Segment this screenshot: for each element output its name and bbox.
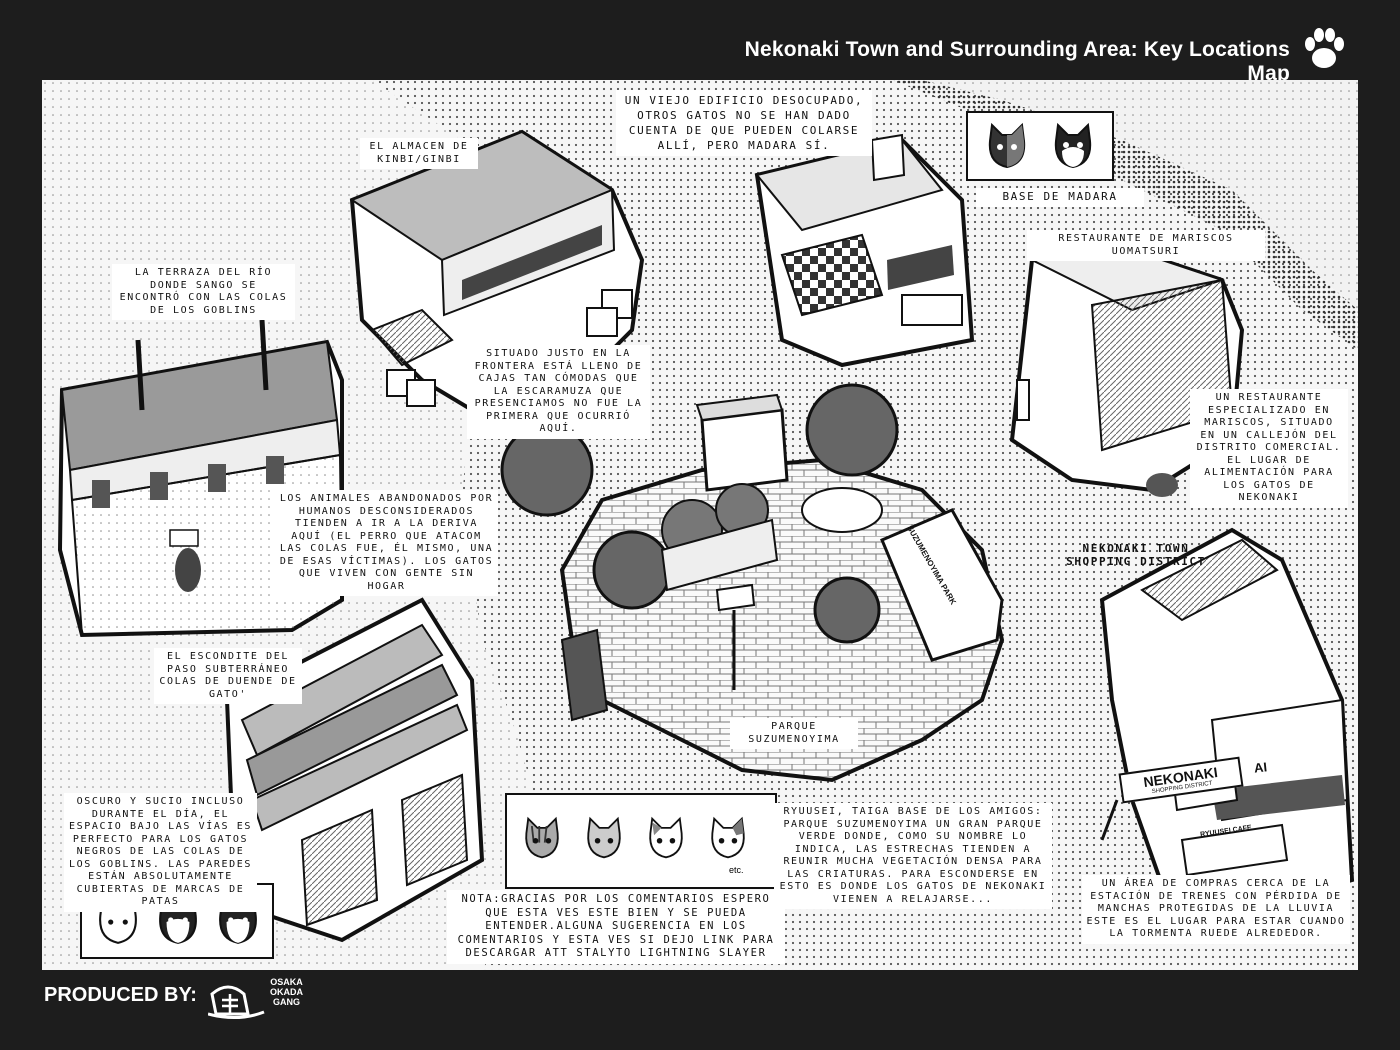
warehouse-building bbox=[349, 129, 645, 413]
underpass-title-label: EL ESCONDITE DEL PASO SUBTERRÁNEO COLAS … bbox=[154, 648, 302, 704]
produced-by-label: PRODUCED BY: bbox=[44, 984, 197, 1006]
logo-text-line: OKADA bbox=[270, 987, 303, 997]
map-title: Nekonaki Town and Surrounding Area: Key … bbox=[744, 38, 1290, 85]
abandoned-animals-description: LOS ANIMALES ABANDONADOS POR HUMANOS DES… bbox=[275, 490, 498, 596]
park-title-label: PARQUE SUZUMENOYIMA bbox=[730, 718, 858, 749]
cat-face-icon bbox=[711, 816, 745, 859]
ai-sign: AI bbox=[1253, 759, 1268, 776]
translator-note: NOTA:GRACIAS POR LOS COMENTARIOS ESPERO … bbox=[447, 890, 785, 964]
restaurant-title-label: RESTAURANTE DE MARISCOS UOMATSURI bbox=[1027, 230, 1265, 261]
cat-face-icon bbox=[587, 816, 621, 859]
park-area bbox=[500, 383, 1005, 783]
park-cats-panel: etc. bbox=[505, 793, 777, 889]
logo-text: OSAKA OKADA GANG bbox=[270, 977, 303, 1007]
etc-label: etc. bbox=[729, 865, 744, 875]
underpass-description: OSCURO Y SUCIO INCLUSO DURANTE EL DÍA, E… bbox=[64, 793, 257, 912]
park-description: RYUUSEI, TAIGA BASE DE LOS AMIGOS: PARQU… bbox=[774, 803, 1052, 909]
cat-face-icon bbox=[525, 816, 559, 859]
madara-cats-panel bbox=[966, 111, 1114, 181]
restaurant-description: UN RESTAURANTE ESPECIALIZADO EN MARISCOS… bbox=[1190, 389, 1348, 508]
logo-text-line: GANG bbox=[273, 997, 300, 1007]
map-area: NEKONAKI SHOPPING DISTRICT AI RYUUSEI CA… bbox=[42, 80, 1358, 970]
logo-text-line: OSAKA bbox=[270, 977, 303, 987]
madara-base-label: BASE DE MADARA bbox=[976, 188, 1144, 207]
paw-icon bbox=[1305, 28, 1344, 68]
cat-face-icon bbox=[1054, 122, 1092, 169]
cat-face-icon bbox=[988, 122, 1026, 169]
warehouse-description: SITUADO JUSTO EN LA FRONTERA ESTÁ LLENO … bbox=[467, 345, 650, 439]
empty-building-description: UN VIEJO EDIFICIO DESOCUPADO, OTROS GATO… bbox=[616, 90, 872, 156]
shopping-district-title: NEKONAKI TOWN SHOPPING DISTRICT bbox=[1066, 542, 1206, 568]
cat-face-icon bbox=[649, 816, 683, 859]
madara-base-building bbox=[754, 133, 975, 368]
warehouse-title-label: EL ALMACEN DE KINBI/GINBI bbox=[360, 138, 478, 169]
river-terrace-building bbox=[57, 319, 344, 638]
terrace-title-label: LA TERRAZA DEL RÍO DONDE SANGO SE ENCONT… bbox=[112, 264, 295, 320]
osaka-okada-gang-logo bbox=[208, 985, 265, 1019]
shopping-district-description: UN ÁREA DE COMPRAS CERCA DE LA ESTACIÓN … bbox=[1082, 875, 1350, 944]
